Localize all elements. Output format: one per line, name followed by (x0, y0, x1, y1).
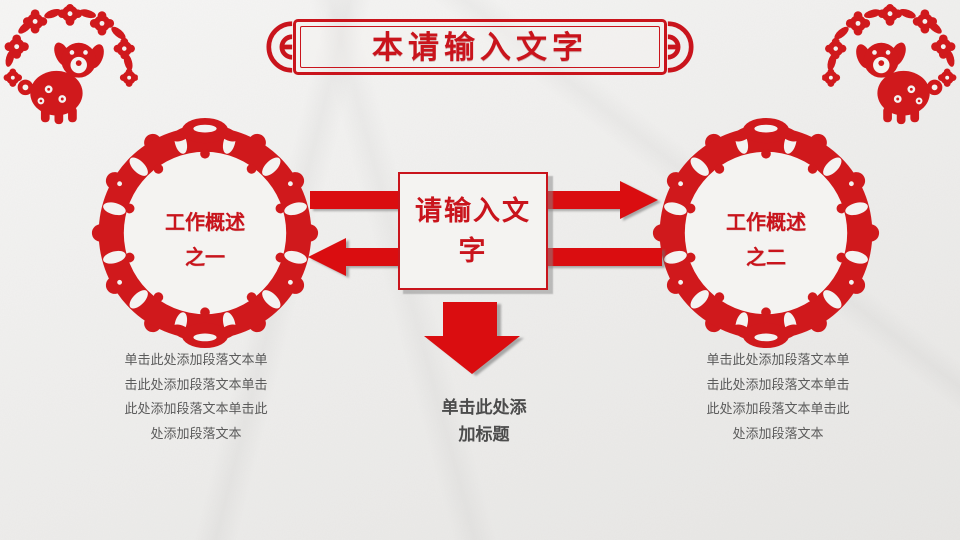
right-paragraph-line: 处添加段落文本 (732, 425, 824, 441)
center-box-line1: 请输入文 (415, 196, 531, 226)
right-circle-title: 工作概述 之二 (686, 206, 846, 276)
center-box-line2: 字 (458, 236, 488, 266)
banner-right-ornament-icon (666, 20, 694, 74)
down-arrow-caption: 单击此处添 加标题 (420, 394, 548, 448)
title-banner-frame: 本请输入文字 (293, 19, 667, 75)
center-text-box: 请输入文 字 (398, 172, 548, 290)
title-banner: 本请输入文字 (266, 19, 694, 75)
left-paragraph-line: 处添加段落文本 (150, 425, 242, 441)
down-arrow-icon (424, 302, 520, 374)
caption-line2: 加标题 (458, 425, 510, 444)
right-paragraph-line: 此处添加段落文本单击此 (706, 401, 850, 416)
right-paragraph-line: 击此处添加段落文本单击 (706, 376, 850, 392)
banner-left-ornament-icon (266, 20, 294, 74)
right-paragraph: 单击此处添加段落文本单 击此处添加段落文本单击 此处添加段落文本单击此 处添加段… (698, 348, 858, 446)
slide-title: 本请输入文字 (372, 29, 588, 65)
papercut-dog-decoration-right-icon (822, 4, 958, 130)
left-circle-title-line1: 工作概述 (165, 212, 245, 234)
caption-line1: 单击此处添 (441, 398, 527, 417)
right-circle-title-line2: 之二 (746, 247, 786, 269)
right-paragraph-line: 单击此处添加段落文本单 (706, 352, 850, 367)
left-circle-title-line2: 之一 (185, 247, 225, 269)
left-paragraph-line: 单击此处添加段落文本单 (124, 352, 268, 367)
papercut-dog-decoration-left-icon (2, 4, 138, 130)
right-circle-title-line1: 工作概述 (726, 212, 806, 234)
left-circle-title: 工作概述 之一 (125, 206, 285, 276)
left-paragraph: 单击此处添加段落文本单 击此处添加段落文本单击 此处添加段落文本单击此 处添加段… (116, 348, 276, 446)
left-paragraph-line: 此处添加段落文本单击此 (124, 401, 268, 416)
left-paragraph-line: 击此处添加段落文本单击 (124, 376, 268, 392)
